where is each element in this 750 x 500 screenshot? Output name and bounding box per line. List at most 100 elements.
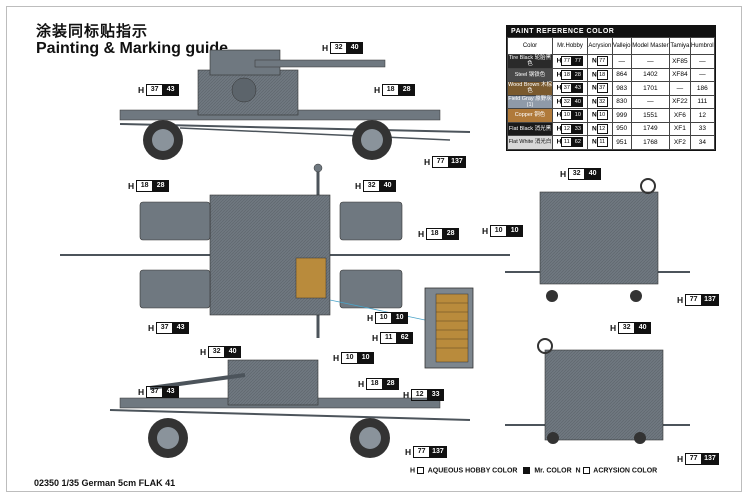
h-code-box: 11: [561, 137, 573, 148]
callout-h-marker: H: [358, 379, 365, 389]
callout-h-code: 32: [618, 322, 636, 334]
tamiya-code: XF2: [669, 135, 691, 150]
col-humbrol: Humbrol: [689, 37, 716, 55]
callout-n-code: 28: [398, 84, 416, 96]
callout-h-code: 77: [685, 453, 703, 465]
page-frame: [6, 6, 742, 492]
callout-n-code: 62: [396, 332, 414, 344]
callout-h-code: 77: [685, 294, 703, 306]
callout-h-marker: H: [418, 229, 425, 239]
callout-n-code: 137: [429, 446, 447, 458]
callout-n-code: 28: [382, 378, 400, 390]
paint-color-name: Copper 铜色: [507, 108, 553, 123]
callout-h-code: 32: [208, 346, 226, 358]
acrysion-code-box: 18: [596, 69, 608, 80]
callout-n-code: 40: [379, 180, 397, 192]
acrysion-code-box: 11: [596, 137, 608, 148]
callout-n-code: 40: [224, 346, 242, 358]
col-color: Color: [507, 37, 553, 55]
page-title: Painting & Marking guide: [36, 40, 229, 57]
callout-h-code: 11: [380, 332, 398, 344]
callout-h-marker: H: [677, 454, 684, 464]
rear-view: [505, 338, 690, 444]
legend-h-marker: H: [410, 467, 416, 475]
acrysion-code-box: 77: [596, 56, 608, 67]
legend-aqueous: AQUEOUS HOBBY COLOR: [427, 467, 518, 475]
callout-h-code: 10: [490, 225, 508, 237]
callout-h-code: 77: [413, 446, 431, 458]
callout-h-marker: H: [424, 157, 431, 167]
h-code-box: 12: [561, 123, 573, 134]
front-view: [505, 178, 690, 302]
callout-h-marker: H: [322, 43, 329, 53]
h-code-box: 77: [561, 56, 573, 67]
callout-h-marker: H: [138, 387, 145, 397]
callout-h-marker: H: [560, 169, 567, 179]
side-view-bottom: [109, 359, 471, 458]
callout-h-marker: H: [355, 181, 362, 191]
col-model-master: Model Master: [630, 37, 671, 55]
acrysion-code-box: 10: [596, 110, 608, 121]
acrysion-code-box: 37: [596, 83, 608, 94]
kit-title: 02350 1/35 German 5cm FLAK 41: [34, 478, 176, 488]
callout-n-code: 137: [701, 294, 719, 306]
callout-h-marker: H: [405, 447, 412, 457]
callout-h-marker: H: [482, 226, 489, 236]
callout-n-code: 43: [162, 386, 180, 398]
callout-h-code: 10: [375, 312, 393, 324]
callout-h-marker: H: [128, 181, 135, 191]
col-tamiya: Tamiya: [669, 37, 691, 55]
n-code-box: 77: [572, 56, 584, 67]
n-code-box: 28: [572, 69, 584, 80]
paint-color-name: Flat Black 消光黑: [507, 121, 553, 136]
n-code-box: 10: [572, 110, 584, 121]
paint-color-name: Flat White 消光白: [507, 135, 553, 150]
n-code-box: 62: [572, 137, 584, 148]
acrysion-code-box: 32: [596, 96, 608, 107]
callout-h-code: 37: [146, 386, 164, 398]
callout-h-marker: H: [200, 347, 207, 357]
h-code-box: 32: [561, 96, 573, 107]
legend-acrysion: ACRYSION COLOR: [593, 467, 658, 475]
callout-h-code: 10: [341, 352, 359, 364]
callout-h-code: 18: [426, 228, 444, 240]
side-view-top: [119, 49, 471, 160]
paint-reference-table: PAINT REFERENCE COLOR Color Mr.Hobby Acr…: [506, 25, 716, 151]
col-mr-hobby: Mr.Hobby: [552, 37, 588, 55]
callout-n-code: 28: [442, 228, 460, 240]
h-code-box: 10: [561, 110, 573, 121]
callout-h-code: 37: [146, 84, 164, 96]
callout-n-code: 43: [162, 84, 180, 96]
callout-h-code: 18: [382, 84, 400, 96]
col-vallejo: Vallejo: [611, 37, 632, 55]
callout-h-code: 37: [156, 322, 174, 334]
callout-h-marker: H: [610, 323, 617, 333]
n-code-box: 40: [572, 96, 584, 107]
